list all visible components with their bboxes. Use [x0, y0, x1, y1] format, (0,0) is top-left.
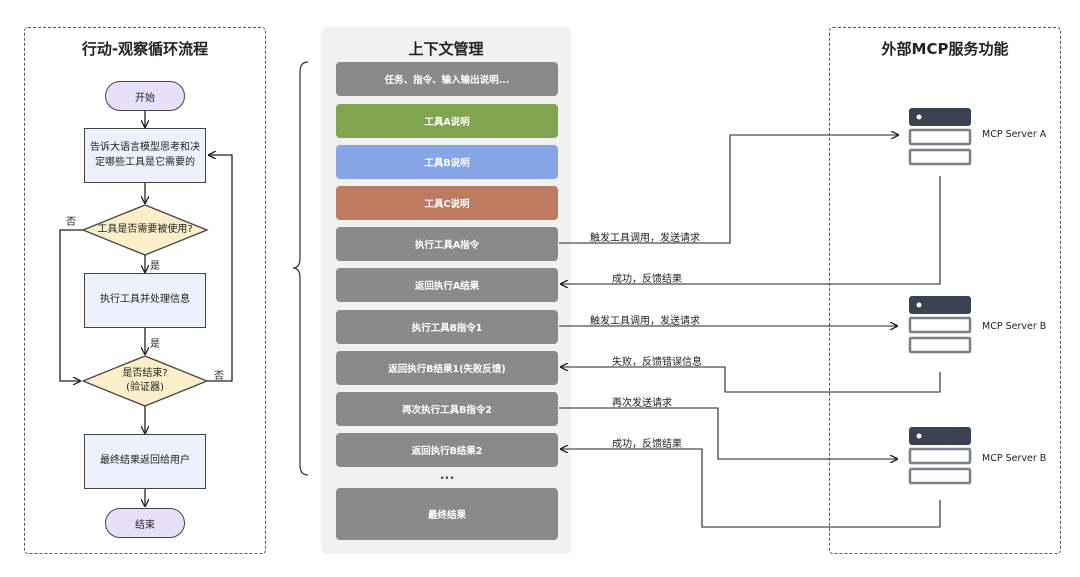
- ctx-item-tool-a-desc: 工具A说明: [336, 104, 558, 138]
- left-panel-title: 行动-观察循环流程: [81, 40, 209, 58]
- end-node: 结束: [105, 508, 185, 538]
- left-panel: [24, 27, 266, 554]
- conn-label-request-b1: 触发工具调用，发送请求: [590, 316, 700, 327]
- conn-label-fail-b1: 失败，反馈错误信息: [612, 357, 702, 368]
- ctx-item-exec-a: 执行工具A指令: [336, 227, 558, 261]
- response-line-b2: [561, 449, 941, 528]
- ctx-item-final-result: 最终结果: [336, 488, 558, 540]
- label-yes-2: 是: [150, 339, 160, 350]
- step-execute-tool: 执行工具并处理信息: [84, 273, 206, 328]
- ctx-ellipsis: ...: [439, 468, 455, 483]
- response-line-b1: [561, 367, 941, 393]
- server-label-b1: MCP Server B: [982, 321, 1047, 332]
- ctx-item-tool-c-desc: 工具C说明: [336, 186, 558, 220]
- context-brace: [292, 61, 309, 476]
- label-no-2: 否: [214, 371, 224, 382]
- server-icon-b2: [908, 427, 972, 485]
- decision-tool-needed: 工具是否需要被使用?: [97, 223, 193, 235]
- right-panel: [829, 27, 1061, 554]
- ctx-item-exec-b2: 再次执行工具B指令2: [336, 392, 558, 426]
- request-line-a: [559, 135, 898, 244]
- ctx-item-result-a: 返回执行A结果: [336, 268, 558, 302]
- request-line-b2: [559, 407, 897, 459]
- conn-label-request-a: 触发工具调用，发送请求: [590, 233, 700, 244]
- right-panel-title: 外部MCP服务功能: [881, 40, 1009, 58]
- loop-arrow-no-tool: [59, 229, 83, 381]
- server-icon-b1: [908, 296, 972, 354]
- conn-label-success-a: 成功，反馈结果: [612, 274, 682, 285]
- middle-panel-title: 上下文管理: [408, 40, 484, 58]
- step-return-result: 最终结果返回给用户: [84, 434, 206, 489]
- loop-arrow-not-finished: [207, 155, 233, 382]
- start-node: 开始: [105, 81, 185, 111]
- ctx-item-result-b1: 返回执行B结果1(失败反馈): [336, 351, 558, 385]
- server-label-a: MCP Server A: [982, 129, 1047, 140]
- ctx-item-task-instructions: 任务、指令、输入输出说明...: [336, 62, 558, 96]
- conn-label-retry-b2: 再次发送请求: [612, 398, 672, 409]
- decision-finished: 是否结束? (验证器): [122, 367, 168, 394]
- label-no-1: 否: [66, 217, 76, 228]
- ctx-item-exec-b1: 执行工具B指令1: [336, 310, 558, 344]
- ctx-item-result-b2: 返回执行B结果2: [336, 433, 558, 467]
- label-yes-1: 是: [150, 261, 160, 272]
- conn-label-success-b2: 成功，反馈结果: [612, 439, 682, 450]
- response-line-a: [561, 176, 941, 284]
- step-think-decide: 告诉大语言模型思考和决定哪些工具是它需要的: [84, 128, 206, 183]
- ctx-item-tool-b-desc: 工具B说明: [336, 145, 558, 179]
- server-icon-a: [908, 108, 972, 166]
- server-label-b2: MCP Server B: [982, 453, 1047, 464]
